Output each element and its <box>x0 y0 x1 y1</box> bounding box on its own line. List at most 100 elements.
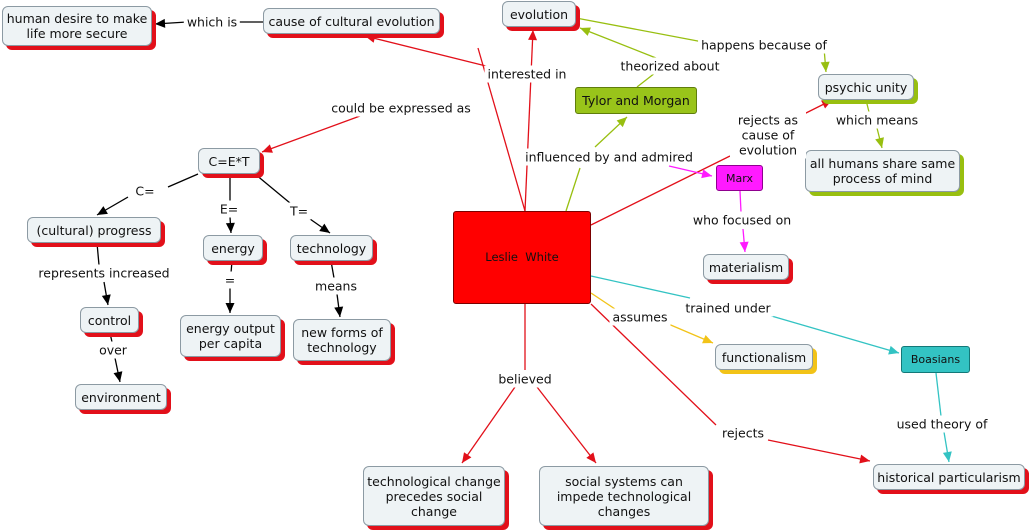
node-label: C=E*T <box>208 153 250 169</box>
edge-believed-b-arrowhead <box>462 452 472 463</box>
edge-e-eq-b-arrowhead <box>225 222 235 233</box>
node-label: historical particularism <box>877 469 1021 485</box>
node-label: new forms of technology <box>301 325 383 355</box>
edge-theorized-a-line <box>636 72 656 88</box>
link-label-believed: believed <box>495 370 555 388</box>
node-cause-of-cultural-evolution[interactable]: cause of cultural evolution <box>263 8 440 34</box>
node-energy[interactable]: energy <box>203 235 263 261</box>
edge-interested-in-a-arrowhead <box>528 30 538 41</box>
node-all-humans-share[interactable]: all humans share same process of mind <box>805 150 960 192</box>
node-label: all humans share same process of mind <box>809 156 956 186</box>
edge-rejects-as-a-line <box>590 155 731 226</box>
link-label-assumes: assumes <box>609 308 671 326</box>
edge-represents-a-line <box>96 242 100 266</box>
edge-equals-b-arrowhead <box>225 303 235 313</box>
edge-which-means-b-arrowhead <box>875 137 884 148</box>
node-boasians[interactable]: Boasians <box>901 346 970 373</box>
edge-who-focused-b-arrowhead <box>739 241 749 252</box>
link-label-influenced-by: influenced by and admired <box>522 148 696 166</box>
edge-happens-a-line <box>575 17 704 43</box>
edge-assumes-a-line <box>590 292 616 310</box>
edge-which-is-b-arrowhead <box>155 18 166 28</box>
edge-used-theory-a-line <box>935 372 942 417</box>
edge-assumes-b-arrowhead <box>702 334 713 344</box>
node-energy-output[interactable]: energy output per capita <box>180 315 281 357</box>
edge-which-means-a-line <box>865 99 870 113</box>
edge-who-focused-a-line <box>739 190 742 213</box>
node-label: energy output per capita <box>186 321 275 351</box>
edge-trained-b-arrowhead <box>888 345 899 355</box>
edge-rejects-b-line <box>767 439 871 462</box>
node-materialism[interactable]: materialism <box>703 254 789 280</box>
link-label-t-eq: T= <box>286 202 312 220</box>
edge-interested-in-b-arrowhead <box>365 34 376 43</box>
node-social-systems[interactable]: social systems can impede technological … <box>539 466 709 526</box>
edge-rejects-b-arrowhead <box>859 454 870 464</box>
link-label-trained-under: trained under <box>682 299 774 317</box>
node-cet-formula[interactable]: C=E*T <box>198 148 260 174</box>
link-label-over: over <box>96 341 130 359</box>
node-label: evolution <box>509 6 569 22</box>
edge-c-eq-b-arrowhead <box>97 206 108 215</box>
edge-means-b-arrowhead <box>334 306 344 317</box>
node-label: Boasians <box>910 353 961 366</box>
link-label-equals: = <box>221 271 239 289</box>
edge-influenced-b-arrowhead <box>616 117 627 128</box>
link-label-means: means <box>312 277 360 295</box>
edge-means-a-line <box>330 260 335 279</box>
edge-interested-in-a-line <box>524 29 534 212</box>
node-label: (cultural) progress <box>36 222 152 238</box>
edge-believed-c-arrowhead <box>586 452 596 463</box>
node-psychic-unity[interactable]: psychic unity <box>818 74 914 100</box>
edge-trained-a-line <box>590 275 691 299</box>
edge-c-eq-a-line <box>167 173 199 188</box>
edge-represents-b-arrowhead <box>101 294 111 305</box>
node-control[interactable]: control <box>80 307 139 333</box>
node-cultural-progress[interactable]: (cultural) progress <box>27 217 161 243</box>
node-label: environment <box>81 389 161 405</box>
node-label: social systems can impede technological … <box>556 473 692 519</box>
node-environment[interactable]: environment <box>75 384 167 410</box>
node-leslie-white[interactable]: Leslie White <box>453 211 591 304</box>
link-label-rejects: rejects <box>718 424 768 442</box>
node-label: energy <box>211 240 255 256</box>
edge-over-a-line <box>109 332 113 343</box>
node-marx[interactable]: Marx <box>716 165 763 191</box>
node-new-forms[interactable]: new forms of technology <box>293 319 391 361</box>
link-label-could-be-expressed-as: could be expressed as <box>328 99 474 117</box>
edge-marx-a-arrowhead <box>701 169 712 179</box>
node-evolution[interactable]: evolution <box>502 1 576 27</box>
node-historical-particularism[interactable]: historical particularism <box>873 464 1025 490</box>
edge-believed-c-line <box>536 386 597 464</box>
edge-influenced-a-line <box>565 167 581 212</box>
link-label-used-theory-of: used theory of <box>893 415 991 433</box>
edge-t-eq-a-line <box>254 173 291 204</box>
edge-trained-b-line <box>767 314 900 354</box>
edge-believed-b-line <box>461 386 516 464</box>
node-label: Tylor and Morgan <box>582 93 690 108</box>
link-label-which-means: which means <box>832 111 922 129</box>
link-label-c-eq: C= <box>132 182 158 200</box>
edge-over-b-arrowhead <box>113 371 123 382</box>
node-human-desire[interactable]: human desire to make life more secure <box>2 6 152 46</box>
edge-could-be-b-arrowhead <box>262 144 273 153</box>
node-technology[interactable]: technology <box>290 235 373 261</box>
link-label-who-focused-on: who focused on <box>689 211 795 229</box>
link-label-represents-increased: represents increased <box>35 264 173 282</box>
node-functionalism[interactable]: functionalism <box>715 344 813 370</box>
node-technological-change[interactable]: technological change precedes social cha… <box>363 466 505 526</box>
node-tylor-and-morgan[interactable]: Tylor and Morgan <box>575 87 697 114</box>
node-label: Marx <box>726 171 753 185</box>
edge-could-be-b-line <box>261 115 361 153</box>
edge-theorized-b-arrowhead <box>580 27 591 36</box>
link-label-which-is: which is <box>183 13 241 31</box>
edge-happens-b-arrowhead <box>820 61 830 72</box>
link-label-interested-in: interested in <box>484 65 570 83</box>
node-label: technology <box>296 240 367 256</box>
node-label: functionalism <box>721 349 807 365</box>
link-label-e-eq: E= <box>216 200 242 218</box>
node-label: cause of cultural evolution <box>268 13 435 29</box>
node-label: human desire to make life more secure <box>6 11 148 41</box>
node-label: control <box>87 312 132 328</box>
